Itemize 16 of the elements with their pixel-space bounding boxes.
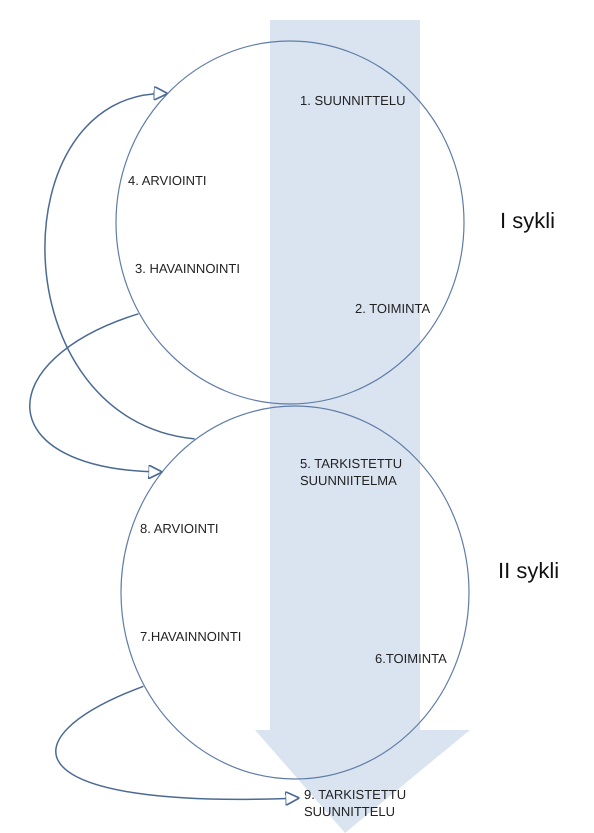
stage-label: 7.HAVAINNOINTI <box>140 628 242 645</box>
cycle-label: II sykli <box>498 558 560 584</box>
stage-label: 3. HAVAINNOINTI <box>135 260 241 277</box>
stage-label: 4. ARVIOINTI <box>128 172 208 189</box>
stage-label: 1. SUUNNITTELU <box>300 92 406 109</box>
cycle-label: I sykli <box>500 208 555 234</box>
curved-arrow <box>44 88 195 440</box>
stage-label: 6.TOIMINTA <box>375 650 448 667</box>
stage-label: 8. ARVIOINTI <box>140 520 220 537</box>
cycle-circle <box>115 40 465 405</box>
curved-arrow <box>29 313 164 479</box>
cycle-circle <box>120 405 470 780</box>
curved-arrow <box>56 686 300 806</box>
stage-label: 2. TOIMINTA <box>355 300 432 317</box>
stage-label: 9. TARKISTETTU SUUNNITTELU <box>304 786 408 820</box>
stage-label: 5. TARKISTETTU SUUNNIITELMA <box>300 455 404 489</box>
